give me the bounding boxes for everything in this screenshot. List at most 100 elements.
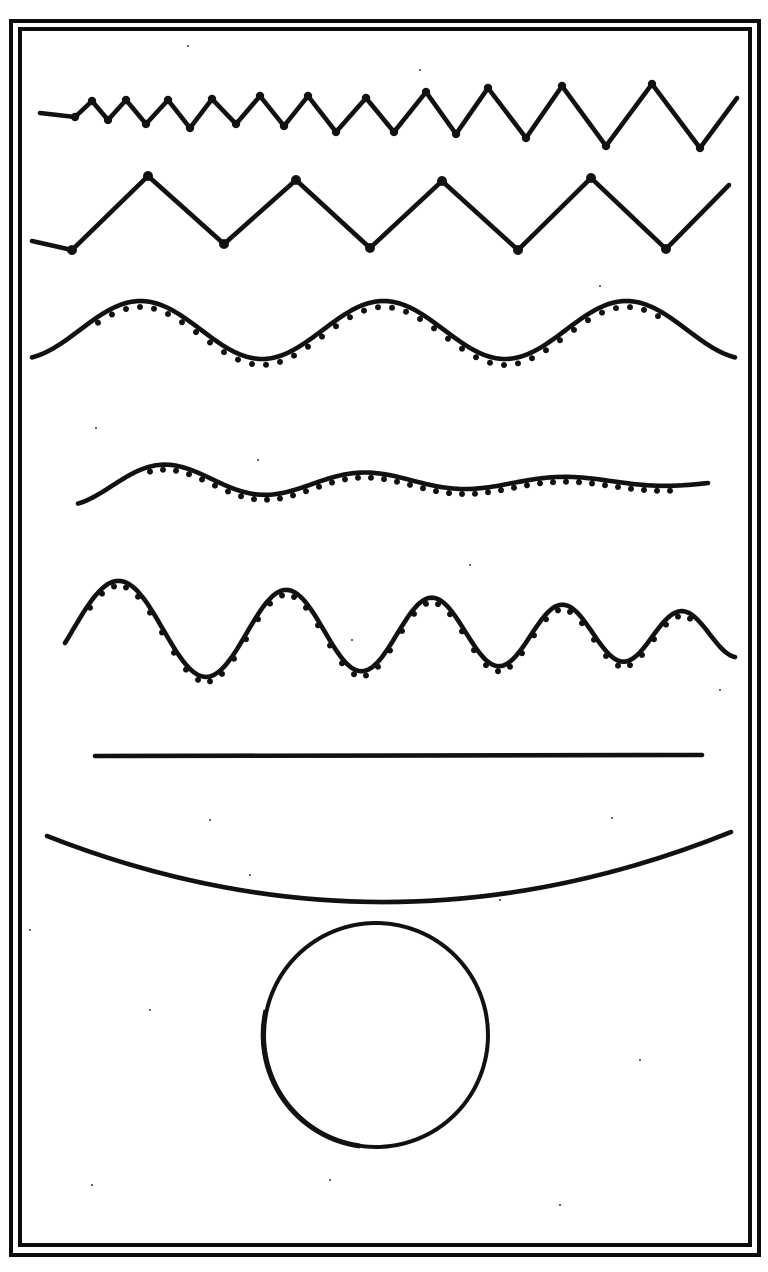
- circle-thick-edge: [260, 1009, 361, 1149]
- zigzag-coarse: [29, 171, 732, 255]
- zigzag-fine-line: [37, 81, 740, 151]
- trace-dot: [351, 671, 357, 678]
- trace-dot: [151, 305, 157, 312]
- speck: [187, 45, 189, 47]
- trace-dot: [571, 326, 577, 333]
- trace-dot: [615, 484, 621, 490]
- trace-dot: [363, 672, 369, 679]
- trace-dot: [327, 642, 333, 649]
- trace-dot: [403, 308, 409, 315]
- trace-dot: [667, 487, 673, 494]
- trace-dot: [179, 319, 185, 326]
- trace-dot: [473, 354, 479, 361]
- speck: [611, 817, 613, 819]
- trace-dot: [435, 601, 441, 608]
- trace-dot: [303, 604, 309, 611]
- trace-dot: [407, 481, 413, 488]
- trace-dot: [498, 487, 504, 494]
- vertex-dot: [695, 143, 705, 153]
- vertex-dot: [207, 94, 217, 104]
- speck: [91, 1184, 93, 1186]
- trace-dot: [431, 325, 437, 332]
- vertex-dot: [121, 95, 131, 105]
- speck: [351, 639, 353, 641]
- trace-dot: [231, 655, 237, 662]
- trace-dot: [387, 647, 393, 654]
- vertex-dot: [647, 79, 657, 89]
- trace-dot: [654, 487, 660, 494]
- trace-dot: [507, 663, 513, 670]
- zigzag-coarse-vertex-dots: [67, 171, 671, 255]
- trace-dot: [347, 314, 353, 321]
- trace-dot: [555, 607, 561, 614]
- trace-dot: [111, 583, 117, 590]
- speck: [599, 285, 601, 287]
- trace-dot: [423, 600, 429, 607]
- vertex-dot: [219, 239, 229, 249]
- trace-dot: [303, 488, 309, 495]
- speck: [95, 427, 97, 429]
- trace-dot: [641, 487, 647, 493]
- trace-dot: [147, 609, 153, 616]
- trace-dot: [355, 474, 361, 481]
- trace-dot: [173, 467, 179, 474]
- trace-dot: [159, 629, 165, 636]
- speck: [499, 899, 501, 901]
- vertex-dot: [291, 175, 301, 185]
- vertex-dot: [279, 121, 289, 131]
- speck: [469, 564, 471, 566]
- paper-specks: [29, 45, 721, 1206]
- vertex-dot: [331, 127, 341, 137]
- speck: [149, 1009, 151, 1011]
- trace-dot: [381, 476, 387, 483]
- trace-dot: [628, 485, 634, 492]
- trace-dot: [195, 676, 201, 683]
- trace-dot: [109, 311, 115, 318]
- trace-dot: [487, 359, 493, 366]
- trace-dot: [579, 620, 585, 627]
- speck: [639, 1059, 641, 1061]
- trace-dot: [199, 476, 205, 483]
- vertex-dot: [389, 127, 399, 137]
- trace-dot: [543, 616, 549, 623]
- speck: [419, 69, 421, 71]
- trace-dot: [249, 361, 255, 367]
- damped-wave: [75, 462, 711, 506]
- gentle-arc: [44, 829, 734, 905]
- trace-dot: [251, 496, 257, 503]
- outer-frame: [9, 19, 761, 1257]
- trace-dot: [207, 339, 213, 346]
- trace-dot: [641, 306, 647, 313]
- trace-dot: [447, 611, 453, 618]
- sine-wave-large-dots: [95, 304, 661, 368]
- trace-dot: [639, 652, 645, 658]
- trace-dot: [165, 311, 171, 317]
- trace-dot: [305, 343, 311, 350]
- trace-dot: [651, 636, 657, 643]
- trace-dot: [394, 478, 400, 485]
- trace-dot: [99, 590, 105, 597]
- trace-dot: [675, 613, 681, 620]
- trace-dot: [627, 304, 633, 311]
- vertex-dot: [421, 87, 431, 97]
- vertex-dot: [483, 83, 493, 93]
- trace-dot: [319, 333, 325, 340]
- speck: [257, 459, 259, 461]
- vertex-dot: [451, 129, 461, 139]
- trace-dot: [531, 632, 537, 639]
- trace-dot: [123, 306, 129, 312]
- vertex-dot: [255, 91, 265, 101]
- trace-dot: [627, 662, 633, 669]
- trace-dot: [557, 337, 563, 344]
- inner-frame: [18, 27, 752, 1247]
- trace-dot: [389, 304, 395, 311]
- trace-dot: [135, 593, 141, 600]
- trace-dot: [563, 478, 569, 485]
- vertex-dot: [437, 176, 447, 186]
- trace-dot: [329, 479, 335, 486]
- trace-dot: [255, 616, 261, 623]
- trace-dot: [550, 479, 556, 486]
- trace-dot: [147, 468, 153, 475]
- trace-dot: [160, 466, 166, 473]
- trace-dot: [411, 610, 417, 617]
